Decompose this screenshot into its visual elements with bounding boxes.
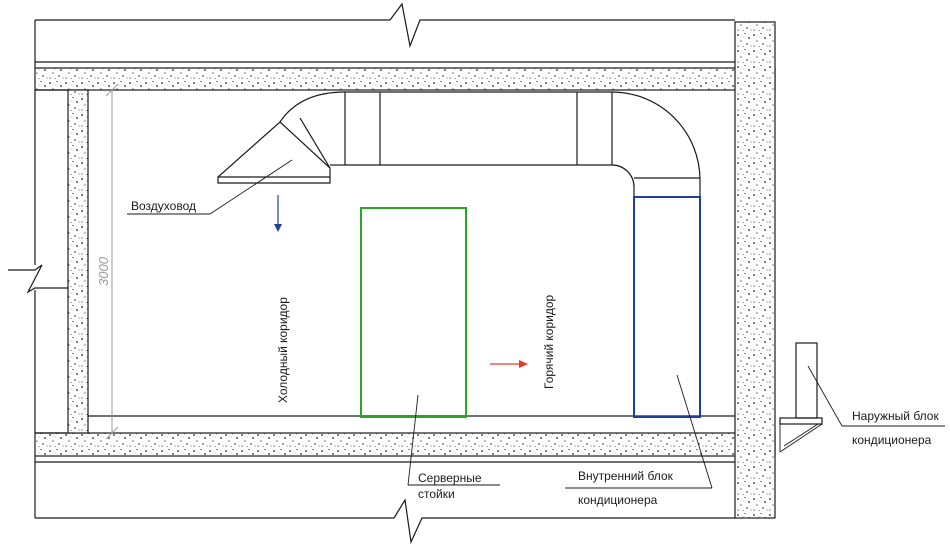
leader-lines: [127, 159, 945, 489]
air-duct-label: Воздуховод: [131, 199, 196, 213]
right-wall: [734, 21, 776, 519]
walls: [34, 21, 776, 519]
hot-aisle-label: Горячий коридор: [542, 294, 556, 389]
server-rack: [360, 207, 467, 418]
outdoor-unit-label-line1: Наружный блок: [852, 409, 939, 423]
outdoor-unit-label-line2: кондиционера: [852, 433, 932, 447]
room-height-label: 3000: [96, 256, 111, 286]
top-wall: [34, 67, 776, 91]
room-height-dimension: 3000: [96, 83, 119, 440]
server-racks-label-line2: стойки: [418, 487, 455, 501]
indoor-unit-label-line2: кондиционера: [578, 493, 658, 507]
server-racks-label-line1: Серверные: [418, 471, 482, 485]
indoor-ac-unit: [633, 196, 701, 418]
cold-air-arrow: [274, 195, 282, 232]
indoor-unit-label-line1: Внутренний блок: [578, 469, 674, 483]
left-wall: [67, 89, 89, 434]
hot-air-arrow: [490, 360, 528, 368]
air-duct: [217, 91, 701, 197]
cold-aisle-label: Холодный коридор: [276, 297, 290, 403]
bottom-wall: [34, 432, 776, 457]
outdoor-ac-unit: [779, 342, 823, 453]
